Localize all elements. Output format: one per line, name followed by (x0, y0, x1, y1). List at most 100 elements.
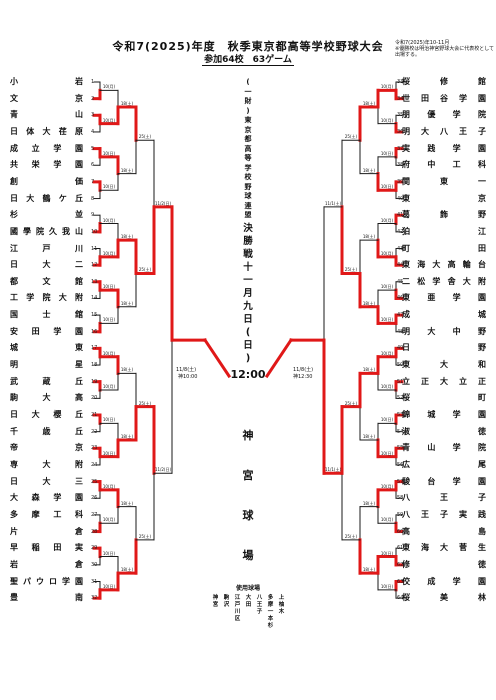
seed-number: 34 (397, 95, 404, 102)
team-27: 多摩工科 (10, 509, 83, 519)
organizer-char: 東 (244, 116, 252, 124)
organizer-char: 野 (244, 182, 252, 191)
final-date-char: 日 (243, 314, 253, 325)
seed-number: 2 (91, 95, 95, 102)
team-16: 安田学園 (10, 326, 83, 336)
team-15: 国士舘 (10, 310, 83, 320)
match-date-label: 18(土) (120, 500, 134, 506)
team-28: 片倉 (10, 526, 83, 536)
venue-char: 多 (267, 595, 274, 601)
match-date-label: 18(土) (362, 100, 376, 106)
match-date-label: 11/1(土) (324, 200, 342, 206)
venue-char: 上 (278, 595, 285, 601)
team-17: 城東 (10, 343, 83, 353)
team-39: 関東一 (402, 176, 486, 186)
venue-legend-title: 使用球場 (235, 585, 260, 592)
venue-legend-column: 神宮 (210, 595, 221, 609)
match-date-label: 10(月) (102, 250, 116, 256)
team-43: 町田 (402, 243, 486, 253)
seed-number: 56 (397, 461, 404, 468)
match-date-label: 18(土) (362, 367, 376, 373)
team-6: 共栄学園 (10, 160, 83, 170)
team-35: 朋優学院 (402, 110, 486, 120)
seed-number: 30 (91, 561, 98, 568)
venue-char: 杉 (267, 623, 274, 629)
final-date-char: 勝 (243, 236, 253, 247)
match-date-label: 10(日) (102, 317, 116, 323)
team-12: 日大二 (10, 260, 83, 270)
organizer-char: 学 (244, 163, 252, 172)
seed-number: 16 (91, 328, 98, 335)
seed-number: 51 (397, 378, 404, 385)
venue-char: 摩 (267, 602, 274, 608)
venue-char: 戸 (234, 602, 241, 608)
venue-char: 王 (256, 602, 263, 608)
match-date-label: 18(土) (120, 567, 134, 573)
team-25: 日大三 (10, 476, 83, 486)
team-11: 江戸川 (10, 243, 83, 253)
team-37: 実践学園 (402, 143, 486, 153)
match-date-label: 10(月) (380, 84, 394, 90)
seed-number: 24 (91, 461, 98, 468)
venue-char: 柚 (278, 602, 285, 608)
venue-char: 子 (256, 609, 263, 615)
seed-number: 38 (397, 162, 404, 169)
organizer-char: 等 (244, 154, 252, 162)
match-date-label: 11/2(日) (154, 200, 172, 206)
team-53: 錦城学園 (402, 410, 486, 419)
final-date-char: ( (245, 327, 251, 338)
team-8: 日大鶴ケ丘 (10, 193, 83, 203)
final-venue-char: 場 (242, 549, 254, 562)
match-date-label: 18(土) (362, 567, 376, 573)
match-date-label: 18(土) (362, 167, 376, 173)
team-31: 聖パウロ学園 (10, 576, 83, 586)
match-date-label: 18(土) (120, 167, 134, 173)
team-4: 日体大荏原 (10, 126, 83, 136)
venue-char: 大 (245, 595, 252, 601)
match-date-label: 18(土) (120, 100, 134, 106)
seed-number: 12 (91, 262, 98, 269)
seed-number: 17 (91, 345, 98, 352)
seed-number: 53 (397, 412, 404, 418)
match-date-label: 10(月) (380, 250, 394, 256)
team-18: 明星 (10, 360, 83, 370)
match-date-label: 10(日) (102, 284, 116, 290)
seed-number: 58 (397, 495, 404, 502)
team-24: 専大附 (10, 459, 83, 469)
final-line (202, 337, 232, 379)
seed-number: 52 (397, 395, 404, 402)
match-date-label: 10(日) (102, 417, 116, 423)
seed-number: 37 (397, 145, 404, 152)
seed-number: 49 (397, 345, 404, 352)
seed-number: 8 (91, 195, 95, 202)
seed-number: 13 (91, 278, 98, 285)
team-41: 葛飾野 (402, 210, 486, 220)
venue-char: 区 (234, 616, 241, 622)
venue-legend-column: 多摩一本杉 (265, 595, 276, 630)
seed-number: 11 (91, 245, 98, 252)
match-date-label: 10(日) (102, 583, 116, 589)
venue-legend-column: 上柚木 (276, 595, 287, 616)
team-49: 日野 (402, 343, 486, 353)
seed-number: 36 (397, 128, 404, 135)
match-date-label: 10(日) (380, 583, 394, 589)
seed-number: 62 (397, 561, 404, 568)
match-date-label: 25(土) (138, 267, 152, 273)
team-47: 成城 (402, 310, 486, 320)
venue-legend-column: 駒沢 (221, 595, 232, 609)
match-date-label: 10(日) (102, 184, 116, 190)
seed-number: 61 (397, 545, 404, 552)
page-subtitle: 参加64校 63ゲーム (202, 55, 294, 66)
match-date-label: 18(土) (120, 367, 134, 373)
seed-number: 19 (91, 378, 98, 385)
seed-number: 3 (91, 112, 95, 119)
seed-number: 26 (91, 495, 98, 502)
seed-number: 29 (91, 545, 98, 552)
seed-number: 60 (397, 528, 404, 535)
venue-legend-columns: 神宮駒沢江戸川区大田八王子多摩一本杉上柚木 (210, 595, 286, 685)
final-venue-char: 宮 (242, 469, 254, 482)
venue-char: 沢 (223, 602, 230, 608)
match-date-label: 25(土) (344, 533, 358, 539)
seed-number: 46 (397, 295, 404, 302)
seed-number: 15 (91, 312, 98, 319)
